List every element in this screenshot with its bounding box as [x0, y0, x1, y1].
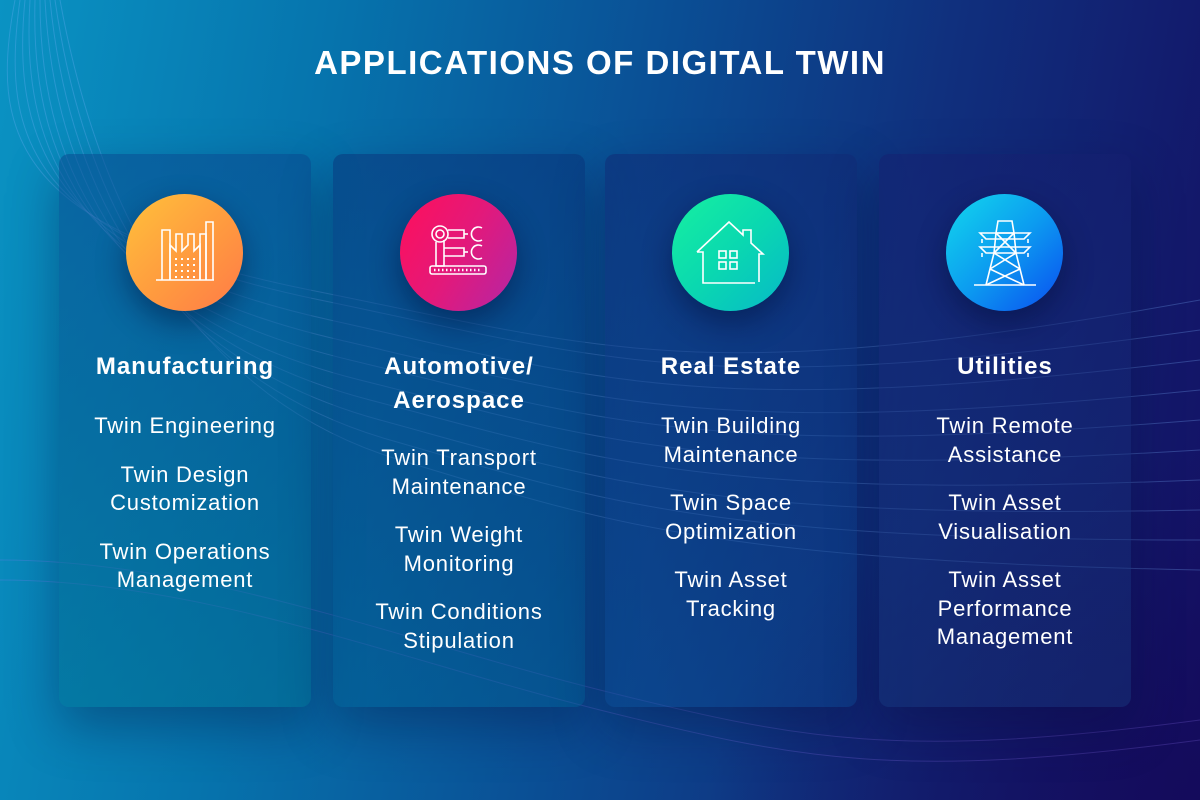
factory-icon	[155, 220, 214, 281]
power-tower-icon	[973, 219, 1036, 286]
list-item: Twin Asset Performance Management	[936, 567, 1074, 649]
list-item: Twin Operations Management	[99, 538, 271, 593]
list-item: Twin Remote Assistance	[936, 413, 1074, 467]
card-automotive-aerospace: Automotive/ Aerospace Twin Transport Mai…	[333, 154, 585, 707]
automotive-applications-list: Twin Transport Maintenance Twin Weight M…	[333, 444, 585, 675]
card-manufacturing: Manufacturing Twin Engineering Twin Desi…	[59, 154, 311, 707]
list-item: Twin Asset Tracking	[674, 567, 788, 621]
real-estate-icon-badge	[672, 194, 789, 311]
list-item: Twin Asset Visualisation	[938, 490, 1072, 544]
list-item: Twin Engineering	[94, 413, 276, 438]
list-item: Twin Conditions Stipulation	[375, 599, 543, 653]
list-item: Twin Building Maintenance	[660, 413, 802, 467]
list-item: Twin Weight Monitoring	[394, 522, 524, 576]
list-item: Twin Design Customization	[110, 461, 260, 516]
card-utilities: Utilities Twin Remote Assistance Twin As…	[879, 154, 1131, 707]
card-title-real-estate: Real Estate	[660, 353, 802, 380]
utilities-applications-list: Twin Remote Assistance Twin Asset Visual…	[879, 412, 1131, 672]
card-title-manufacturing: Manufacturing	[95, 353, 275, 380]
manufacturing-applications-list: Twin Engineering Twin Design Customizati…	[59, 412, 311, 615]
automotive-icon-badge	[400, 194, 517, 311]
card-title-utilities: Utilities	[957, 353, 1053, 380]
list-item: Twin Transport Maintenance	[381, 445, 537, 499]
robotic-arm-icon	[428, 224, 487, 275]
list-item: Twin Space Optimization	[665, 490, 797, 544]
card-real-estate: Real Estate Twin Building Maintenance Tw…	[605, 154, 857, 707]
house-icon	[695, 220, 765, 284]
real-estate-applications-list: Twin Building Maintenance Twin Space Opt…	[605, 412, 857, 643]
manufacturing-icon-badge	[126, 194, 243, 311]
page-title: APPLICATIONS OF DIGITAL TWIN	[314, 44, 886, 81]
utilities-icon-badge	[946, 194, 1063, 311]
card-title-automotive-aerospace: Automotive/ Aerospace	[384, 353, 534, 414]
